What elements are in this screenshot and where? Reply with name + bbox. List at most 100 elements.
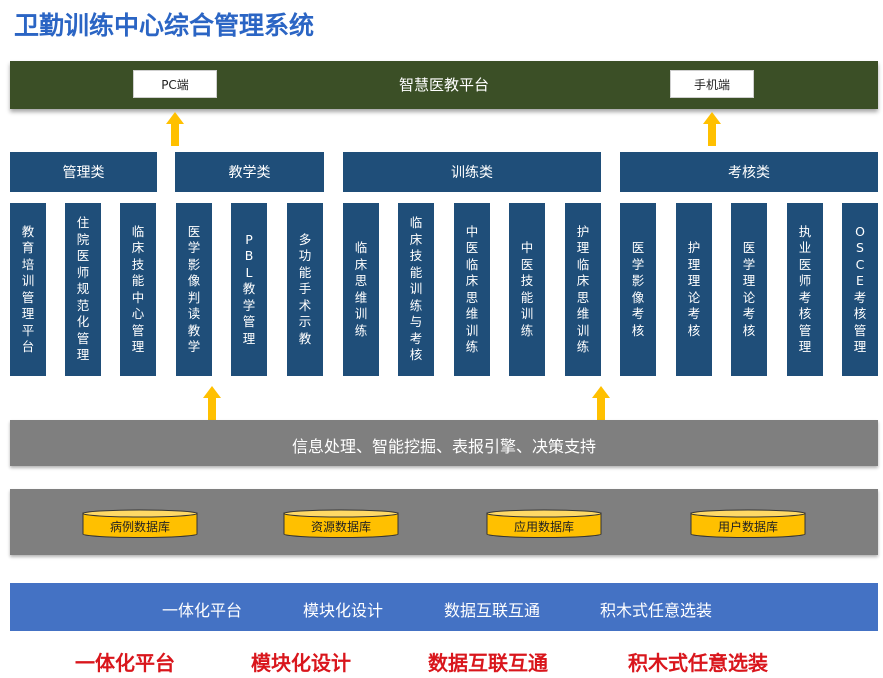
- module-char: 维: [465, 306, 479, 321]
- processing-label: 信息处理、智能挖掘、表报引擎、决策支持: [291, 437, 596, 456]
- module-char: 训: [520, 306, 534, 321]
- module-column[interactable]: 住院医师规范化管理: [65, 203, 101, 376]
- module-char: 床: [131, 240, 145, 255]
- module-char: 医: [76, 248, 90, 264]
- module-char: 理: [131, 339, 145, 354]
- module-char: 思: [465, 289, 479, 305]
- module-char: C: [855, 256, 865, 272]
- module-char: 训: [21, 273, 35, 288]
- module-char: 考: [742, 306, 756, 321]
- module-column[interactable]: 执业医师考核管理: [787, 203, 823, 376]
- database-label: 应用数据库: [513, 520, 574, 534]
- module-column[interactable]: 医学影像判读教学: [176, 203, 212, 376]
- module-char: 练: [354, 322, 368, 338]
- module-char: 管: [21, 289, 35, 305]
- module-char: 技: [409, 248, 423, 264]
- module-char: 护: [576, 223, 590, 239]
- module-column[interactable]: 护理临床思维训练: [565, 203, 601, 376]
- module-char: 像: [631, 289, 645, 305]
- module-char: 术: [298, 297, 312, 313]
- module-char: S: [856, 240, 864, 255]
- module-char: 训: [354, 306, 368, 321]
- category-management[interactable]: 管理类: [10, 152, 157, 192]
- database-label: 资源数据库: [310, 520, 371, 534]
- feature-label: 积木式任意选装: [600, 601, 713, 620]
- module-char: 执: [798, 223, 812, 239]
- module-char: B: [244, 248, 254, 264]
- module-column[interactable]: 临床技能训练与考核: [398, 203, 434, 376]
- module-column[interactable]: 中医临床思维训练: [454, 203, 490, 376]
- module-char: 核: [631, 322, 645, 338]
- module-char: 临: [354, 240, 368, 255]
- pc-client-box[interactable]: PC端: [133, 70, 217, 98]
- module-char: 核: [798, 306, 812, 321]
- module-char: 考: [687, 306, 701, 321]
- module-char: 管: [853, 322, 867, 338]
- module-char: 理: [798, 339, 812, 354]
- category-training[interactable]: 训练类: [343, 152, 601, 192]
- module-char: 学: [742, 256, 756, 272]
- database-case[interactable]: 病例数据库: [82, 509, 198, 538]
- module-char: 论: [687, 289, 701, 305]
- module-char: 思: [354, 273, 368, 288]
- database-user[interactable]: 用户数据库: [690, 509, 806, 538]
- module-char: 功: [298, 248, 312, 264]
- module-char: 医: [742, 240, 756, 255]
- module-char: 平: [21, 322, 35, 338]
- module-char: 示: [298, 314, 312, 330]
- slogan: 积木式任意选装: [628, 651, 768, 675]
- module-char: 业: [798, 240, 812, 255]
- module-char: 核: [742, 322, 756, 338]
- module-char: 理: [742, 273, 756, 288]
- feature-label: 模块化设计: [303, 601, 384, 620]
- module-char: 核: [409, 347, 423, 363]
- module-char: 理: [687, 273, 701, 288]
- module-char: 教: [187, 322, 201, 338]
- module-char: 训: [576, 322, 590, 338]
- module-char: 核: [687, 322, 701, 338]
- processing-band: 信息处理、智能挖掘、表报引擎、决策支持: [10, 420, 878, 466]
- up-arrow-icon: [592, 386, 610, 420]
- module-char: 管: [76, 330, 90, 346]
- module-char: 练: [520, 322, 534, 338]
- module-char: 教: [242, 281, 256, 297]
- module-column[interactable]: 临床思维训练: [343, 203, 379, 376]
- module-char: 理: [242, 330, 256, 346]
- module-char: 技: [131, 256, 145, 272]
- database-application[interactable]: 应用数据库: [486, 509, 602, 538]
- module-char: 理: [576, 240, 590, 255]
- module-char: 中: [465, 223, 479, 239]
- module-char: 理: [21, 306, 35, 321]
- database-label: 病例数据库: [109, 520, 170, 534]
- module-column[interactable]: 医学影像考核: [620, 203, 656, 376]
- category-teaching[interactable]: 教学类: [175, 152, 324, 192]
- module-char: 医: [520, 256, 534, 272]
- module-char: 能: [131, 273, 145, 288]
- module-column[interactable]: 中医技能训练: [509, 203, 545, 376]
- mobile-client-box[interactable]: 手机端: [670, 70, 754, 98]
- module-char: 临: [465, 256, 479, 272]
- module-char: 核: [853, 306, 867, 321]
- module-char: 心: [131, 306, 145, 321]
- module-column[interactable]: 护理理论考核: [676, 203, 712, 376]
- module-char: 考: [798, 289, 812, 305]
- module-char: 床: [465, 273, 479, 288]
- module-column[interactable]: 多功能手术示教: [287, 203, 323, 376]
- module-char: 影: [187, 256, 201, 272]
- module-char: 判: [187, 289, 201, 305]
- feature-band: 一体化平台 模块化设计 数据互联互通 积木式任意选装: [10, 583, 878, 631]
- module-char: 能: [520, 289, 534, 305]
- slogan: 模块化设计: [251, 651, 351, 675]
- module-char: 护: [687, 240, 701, 255]
- module-char: 能: [409, 264, 423, 280]
- module-column[interactable]: 教育培训管理平台: [10, 203, 46, 376]
- module-column[interactable]: 医学理论考核: [731, 203, 767, 376]
- feature-label: 数据互联互通: [444, 601, 541, 620]
- module-char: O: [855, 223, 865, 239]
- module-column[interactable]: 临床技能中心管理: [120, 203, 156, 376]
- category-assessment[interactable]: 考核类: [620, 152, 878, 192]
- module-char: 住: [76, 215, 90, 231]
- database-resource[interactable]: 资源数据库: [283, 509, 399, 538]
